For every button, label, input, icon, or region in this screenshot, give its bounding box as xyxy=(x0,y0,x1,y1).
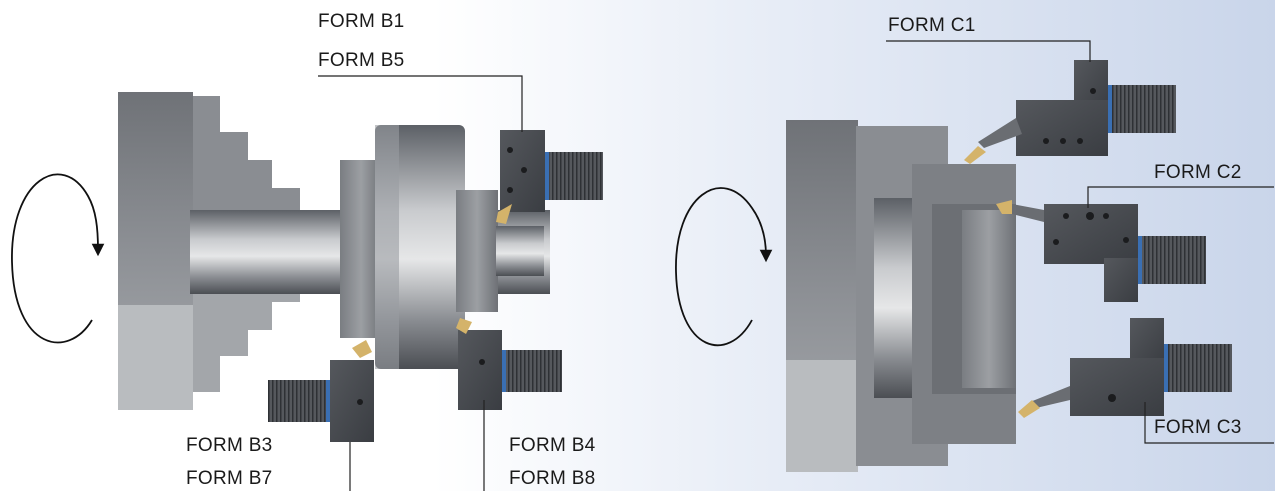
label-form-b3: FORM B3 xyxy=(186,435,273,456)
right-lathe-assembly xyxy=(675,60,1232,472)
label-form-b1: FORM B1 xyxy=(318,11,405,32)
tool-holder-c1 xyxy=(964,60,1176,164)
tool-holder-b1-b5 xyxy=(496,130,603,224)
leader-b1-b5 xyxy=(318,75,523,132)
label-form-b8: FORM B8 xyxy=(509,468,596,489)
leader-lines xyxy=(318,40,1274,491)
label-form-c1: FORM C1 xyxy=(888,15,976,36)
leader-c2 xyxy=(1087,186,1274,208)
right-bore xyxy=(962,210,1016,388)
right-rotation-arrow xyxy=(675,187,773,347)
labels: FORM B1 FORM B5 FORM B3 FORM B7 FORM B4 … xyxy=(186,11,1242,489)
right-chuck-lower xyxy=(786,360,858,472)
label-form-c3: FORM C3 xyxy=(1154,417,1242,438)
tool-holder-b4-b8 xyxy=(456,318,562,410)
left-chuck-jaw-lower xyxy=(193,290,300,392)
left-chuck-lower-face xyxy=(118,305,193,410)
left-rotation-arrow xyxy=(11,173,105,344)
tool-holder-b3-b7 xyxy=(268,340,374,442)
leader-c1 xyxy=(886,40,1091,62)
label-form-b4: FORM B4 xyxy=(509,435,596,456)
label-form-b7: FORM B7 xyxy=(186,468,273,489)
tool-holder-c2 xyxy=(996,200,1206,302)
left-large-disc-shade xyxy=(375,125,399,369)
left-small-disc xyxy=(456,190,498,312)
label-form-c2: FORM C2 xyxy=(1154,162,1242,183)
leader-c3 xyxy=(1144,402,1274,444)
left-shaft-end xyxy=(496,226,544,276)
tool-holder-c3 xyxy=(1018,318,1232,418)
left-lathe-assembly xyxy=(11,92,603,442)
label-form-b5: FORM B5 xyxy=(318,50,405,71)
